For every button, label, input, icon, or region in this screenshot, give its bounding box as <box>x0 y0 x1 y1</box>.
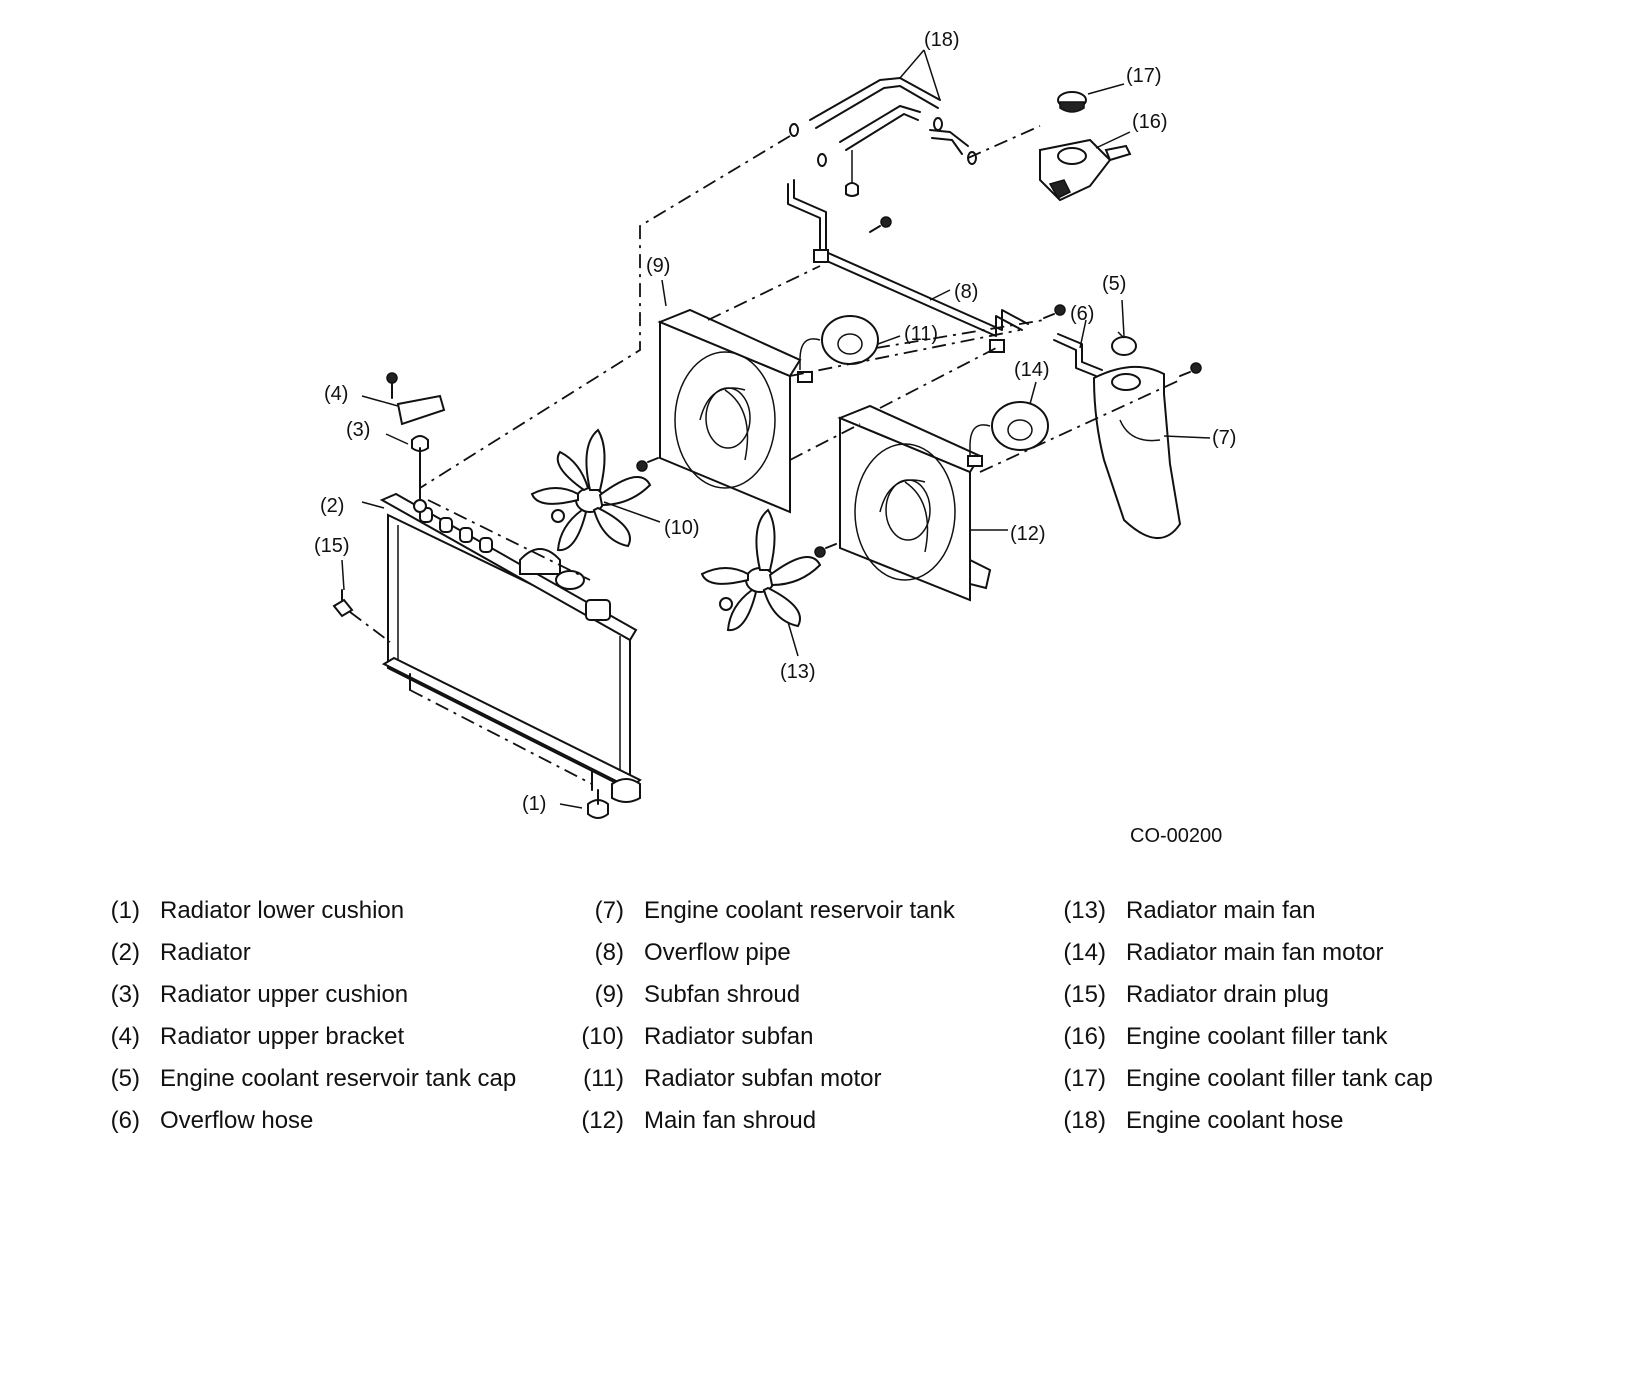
engine-coolant-reservoir-tank-cap <box>1111 331 1137 356</box>
legend-label: Radiator lower cushion <box>160 897 405 924</box>
callout-18: (18) <box>924 29 960 51</box>
callout-9: (9) <box>646 255 670 277</box>
legend-number: (14) <box>1063 939 1106 966</box>
callout-17: (17) <box>1126 65 1162 87</box>
legend-number: (1) <box>110 897 140 924</box>
radiator-main-fan <box>700 508 822 632</box>
callout-4: (4) <box>324 383 348 405</box>
legend-label: Radiator subfan motor <box>644 1065 882 1092</box>
callout-14: (14) <box>1014 359 1050 381</box>
legend-number: (15) <box>1063 981 1106 1008</box>
legend-number: (4) <box>110 1023 140 1050</box>
radiator-upper-cushion <box>411 435 429 513</box>
engine-coolant-filler-tank <box>1039 138 1132 202</box>
legend-label: Radiator subfan <box>644 1023 814 1050</box>
callout-5: (5) <box>1102 273 1126 295</box>
legend-label: Radiator <box>160 939 251 966</box>
legend-number: (12) <box>581 1107 624 1134</box>
legend-label: Radiator upper bracket <box>160 1023 405 1050</box>
legend-label: Engine coolant filler tank cap <box>1126 1065 1433 1092</box>
callout-15: (15) <box>314 535 350 557</box>
legend-number: (16) <box>1063 1023 1106 1050</box>
radiator-subfan <box>530 428 652 552</box>
legend-label: Radiator drain plug <box>1126 981 1329 1008</box>
radiator-drain-plug <box>332 589 354 618</box>
callout-12: (12) <box>1010 523 1046 545</box>
legend-label: Overflow hose <box>160 1107 314 1134</box>
legend-label: Radiator upper cushion <box>160 981 409 1008</box>
callout-10: (10) <box>664 517 700 539</box>
radiator-lower-cushion <box>587 789 609 819</box>
legend-number: (3) <box>110 981 140 1008</box>
legend-number: (7) <box>594 897 624 924</box>
legend-number: (8) <box>594 939 624 966</box>
legend-label: Overflow pipe <box>644 939 791 966</box>
callout-1: (1) <box>522 793 546 815</box>
legend-number: (13) <box>1063 897 1106 924</box>
main-fan-shroud <box>837 404 992 602</box>
callout-11: (11) <box>904 323 938 345</box>
parts-legend: (1) Radiator lower cushion (2) Radiator (3… <box>0 890 1648 1190</box>
engine-coolant-reservoir-tank <box>1092 365 1182 540</box>
callout-2: (2) <box>320 495 344 517</box>
exploded-parts-diagram: (1) (2) (3) (4) (5) (6) (7) (8) (9) (10)… <box>314 29 1236 847</box>
callout-6: (6) <box>1070 303 1094 325</box>
callout-7: (7) <box>1212 427 1236 449</box>
leader-lines <box>341 49 1211 809</box>
engine-coolant-filler-tank-cap <box>1057 91 1087 113</box>
legend-number: (17) <box>1063 1065 1106 1092</box>
overflow-pipe <box>787 179 1029 353</box>
legend-number: (10) <box>581 1023 624 1050</box>
legend-label: Engine coolant reservoir tank cap <box>160 1065 517 1092</box>
legend-number: (5) <box>110 1065 140 1092</box>
legend-number: (9) <box>594 981 624 1008</box>
callout-labels: (1) (2) (3) (4) (5) (6) (7) (8) (9) (10)… <box>314 29 1236 847</box>
figure-code: CO-00200 <box>1130 825 1222 847</box>
assembly-lines <box>349 125 1181 785</box>
legend-label: Radiator main fan motor <box>1126 939 1384 966</box>
callout-16: (16) <box>1132 111 1168 133</box>
callout-13: (13) <box>780 661 816 683</box>
radiator-upper-bracket <box>386 372 446 426</box>
legend-number: (2) <box>110 939 140 966</box>
callout-3: (3) <box>346 419 370 441</box>
legend-number: (18) <box>1063 1107 1106 1134</box>
legend-number: (6) <box>110 1107 140 1134</box>
legend-label: Engine coolant filler tank <box>1126 1023 1388 1050</box>
legend-label: Engine coolant reservoir tank <box>644 897 955 924</box>
radiator <box>379 492 642 803</box>
overflow-hose <box>1053 333 1103 377</box>
legend-number: (11) <box>583 1065 624 1092</box>
radiator-main-fan-motor <box>967 401 1049 467</box>
legend-label: Engine coolant hose <box>1126 1107 1344 1134</box>
subfan-shroud <box>657 308 802 514</box>
engine-coolant-hose <box>789 77 977 197</box>
bolts <box>636 216 1202 558</box>
legend-label: Main fan shroud <box>644 1107 817 1134</box>
callout-8: (8) <box>954 281 978 303</box>
legend-label: Radiator main fan <box>1126 897 1316 924</box>
legend-label: Subfan shroud <box>644 981 801 1008</box>
